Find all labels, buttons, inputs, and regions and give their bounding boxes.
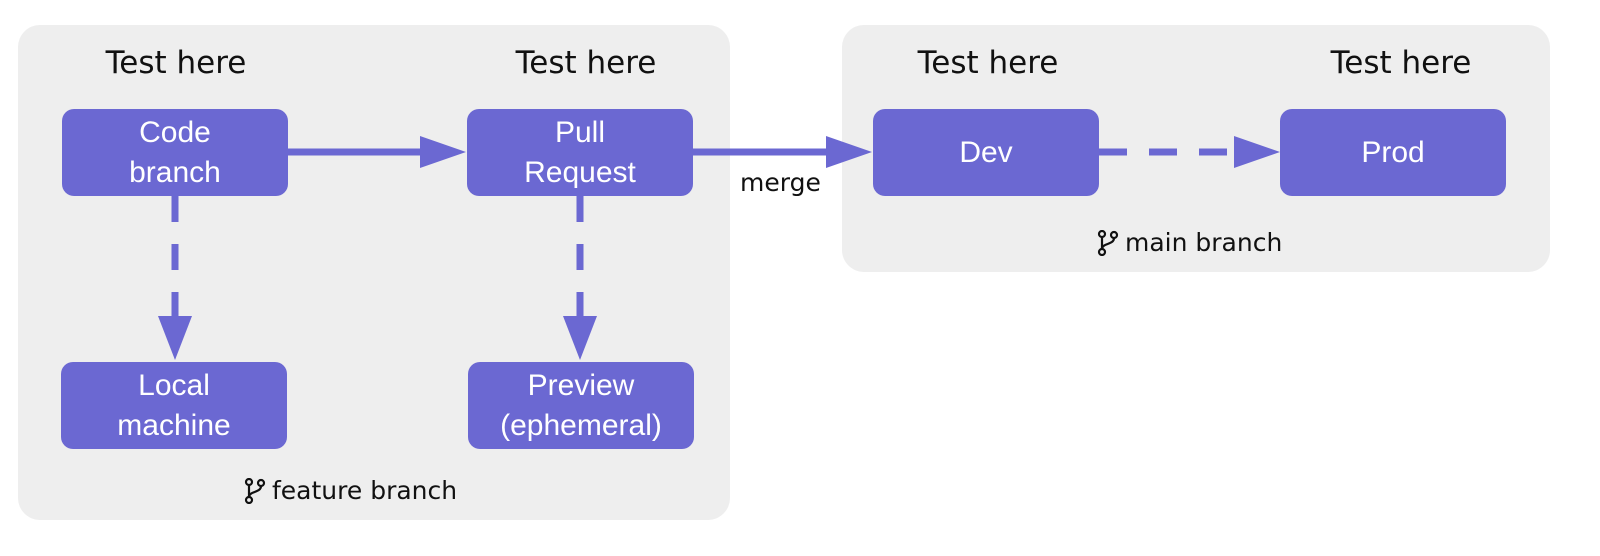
node-prod: Prod [1280, 109, 1506, 196]
main-branch-caption: main branch [1097, 228, 1282, 257]
arrowhead [563, 316, 597, 360]
heading-pull-request: Test here [515, 45, 657, 81]
merge-label-text: merge [740, 168, 821, 197]
arrowhead [420, 136, 466, 168]
merge-label: merge [740, 168, 821, 197]
edge-code-to-pr [288, 136, 466, 168]
heading-dev: Test here [917, 45, 1059, 81]
git-branch-icon [244, 477, 266, 504]
heading-prod: Test here [1330, 45, 1472, 81]
main-branch-caption-text: main branch [1125, 228, 1283, 257]
arrowhead [826, 136, 872, 168]
node-pull-request: Pull Request [467, 109, 693, 196]
edge-code-to-local [158, 196, 192, 360]
heading-code-branch: Test here [105, 45, 247, 81]
node-code-branch: Code branch [62, 109, 288, 196]
node-preview: Preview (ephemeral) [468, 362, 694, 449]
edge-dev-to-prod [1099, 136, 1280, 168]
feature-branch-caption-text: feature branch [272, 476, 458, 505]
node-local-machine: Local machine [61, 362, 287, 449]
edge-pr-to-preview [563, 196, 597, 360]
arrowhead [1234, 136, 1280, 168]
feature-branch-caption: feature branch [244, 476, 457, 505]
edge-pr-to-dev-merge [693, 136, 872, 168]
arrowhead [158, 316, 192, 360]
node-dev: Dev [873, 109, 1099, 196]
git-branch-icon [1097, 229, 1119, 256]
